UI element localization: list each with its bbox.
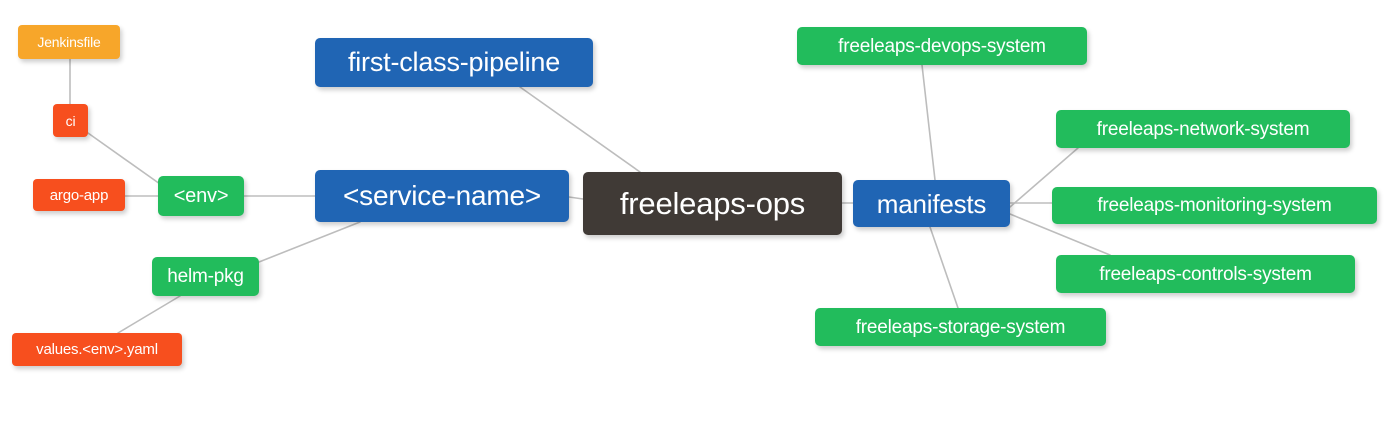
node-env[interactable]: <env> (158, 176, 244, 216)
node-controls-system[interactable]: freeleaps-controls-system (1056, 255, 1355, 293)
node-label-helm-pkg: helm-pkg (167, 266, 244, 287)
node-storage-system[interactable]: freeleaps-storage-system (815, 308, 1106, 346)
edge-first-class-pipeline-to-freeleaps-ops (519, 86, 641, 173)
node-label-values-yaml: values.<env>.yaml (36, 341, 158, 358)
node-label-jenkinsfile: Jenkinsfile (37, 34, 101, 50)
node-label-controls-system: freeleaps-controls-system (1099, 263, 1312, 285)
edge-ci-to-env (87, 132, 161, 185)
node-network-system[interactable]: freeleaps-network-system (1056, 110, 1350, 148)
edge-helm-pkg-to-values-yaml (117, 295, 181, 334)
node-values-yaml[interactable]: values.<env>.yaml (12, 333, 182, 366)
node-label-network-system: freeleaps-network-system (1096, 118, 1310, 140)
node-first-class-pipeline[interactable]: first-class-pipeline (315, 38, 593, 87)
node-jenkinsfile[interactable]: Jenkinsfile (18, 25, 120, 59)
node-monitoring-system[interactable]: freeleaps-monitoring-system (1052, 187, 1377, 224)
node-label-argo-app: argo-app (49, 186, 109, 204)
edge-manifests-to-devops-system (921, 64, 936, 181)
node-label-freeleaps-ops: freeleaps-ops (619, 186, 806, 221)
node-label-devops-system: freeleaps-devops-system (838, 35, 1046, 57)
node-helm-pkg[interactable]: helm-pkg (152, 257, 259, 296)
edge-service-name-to-freeleaps-ops (568, 196, 584, 200)
node-freeleaps-ops[interactable]: freeleaps-ops (583, 172, 842, 235)
node-label-ci: ci (65, 112, 76, 129)
node-label-service-name: <service-name> (343, 180, 541, 211)
edge-service-name-to-helm-pkg (258, 221, 361, 263)
node-label-manifests: manifests (876, 188, 987, 219)
node-label-first-class-pipeline: first-class-pipeline (347, 47, 561, 77)
node-ci[interactable]: ci (53, 104, 88, 137)
node-manifests[interactable]: manifests (853, 180, 1010, 227)
node-service-name[interactable]: <service-name> (315, 170, 569, 222)
edge-manifests-to-storage-system (929, 226, 959, 309)
node-label-env: <env> (173, 185, 229, 207)
node-devops-system[interactable]: freeleaps-devops-system (797, 27, 1087, 65)
node-label-storage-system: freeleaps-storage-system (855, 316, 1066, 338)
node-argo-app[interactable]: argo-app (33, 179, 125, 211)
node-label-monitoring-system: freeleaps-monitoring-system (1097, 195, 1332, 216)
